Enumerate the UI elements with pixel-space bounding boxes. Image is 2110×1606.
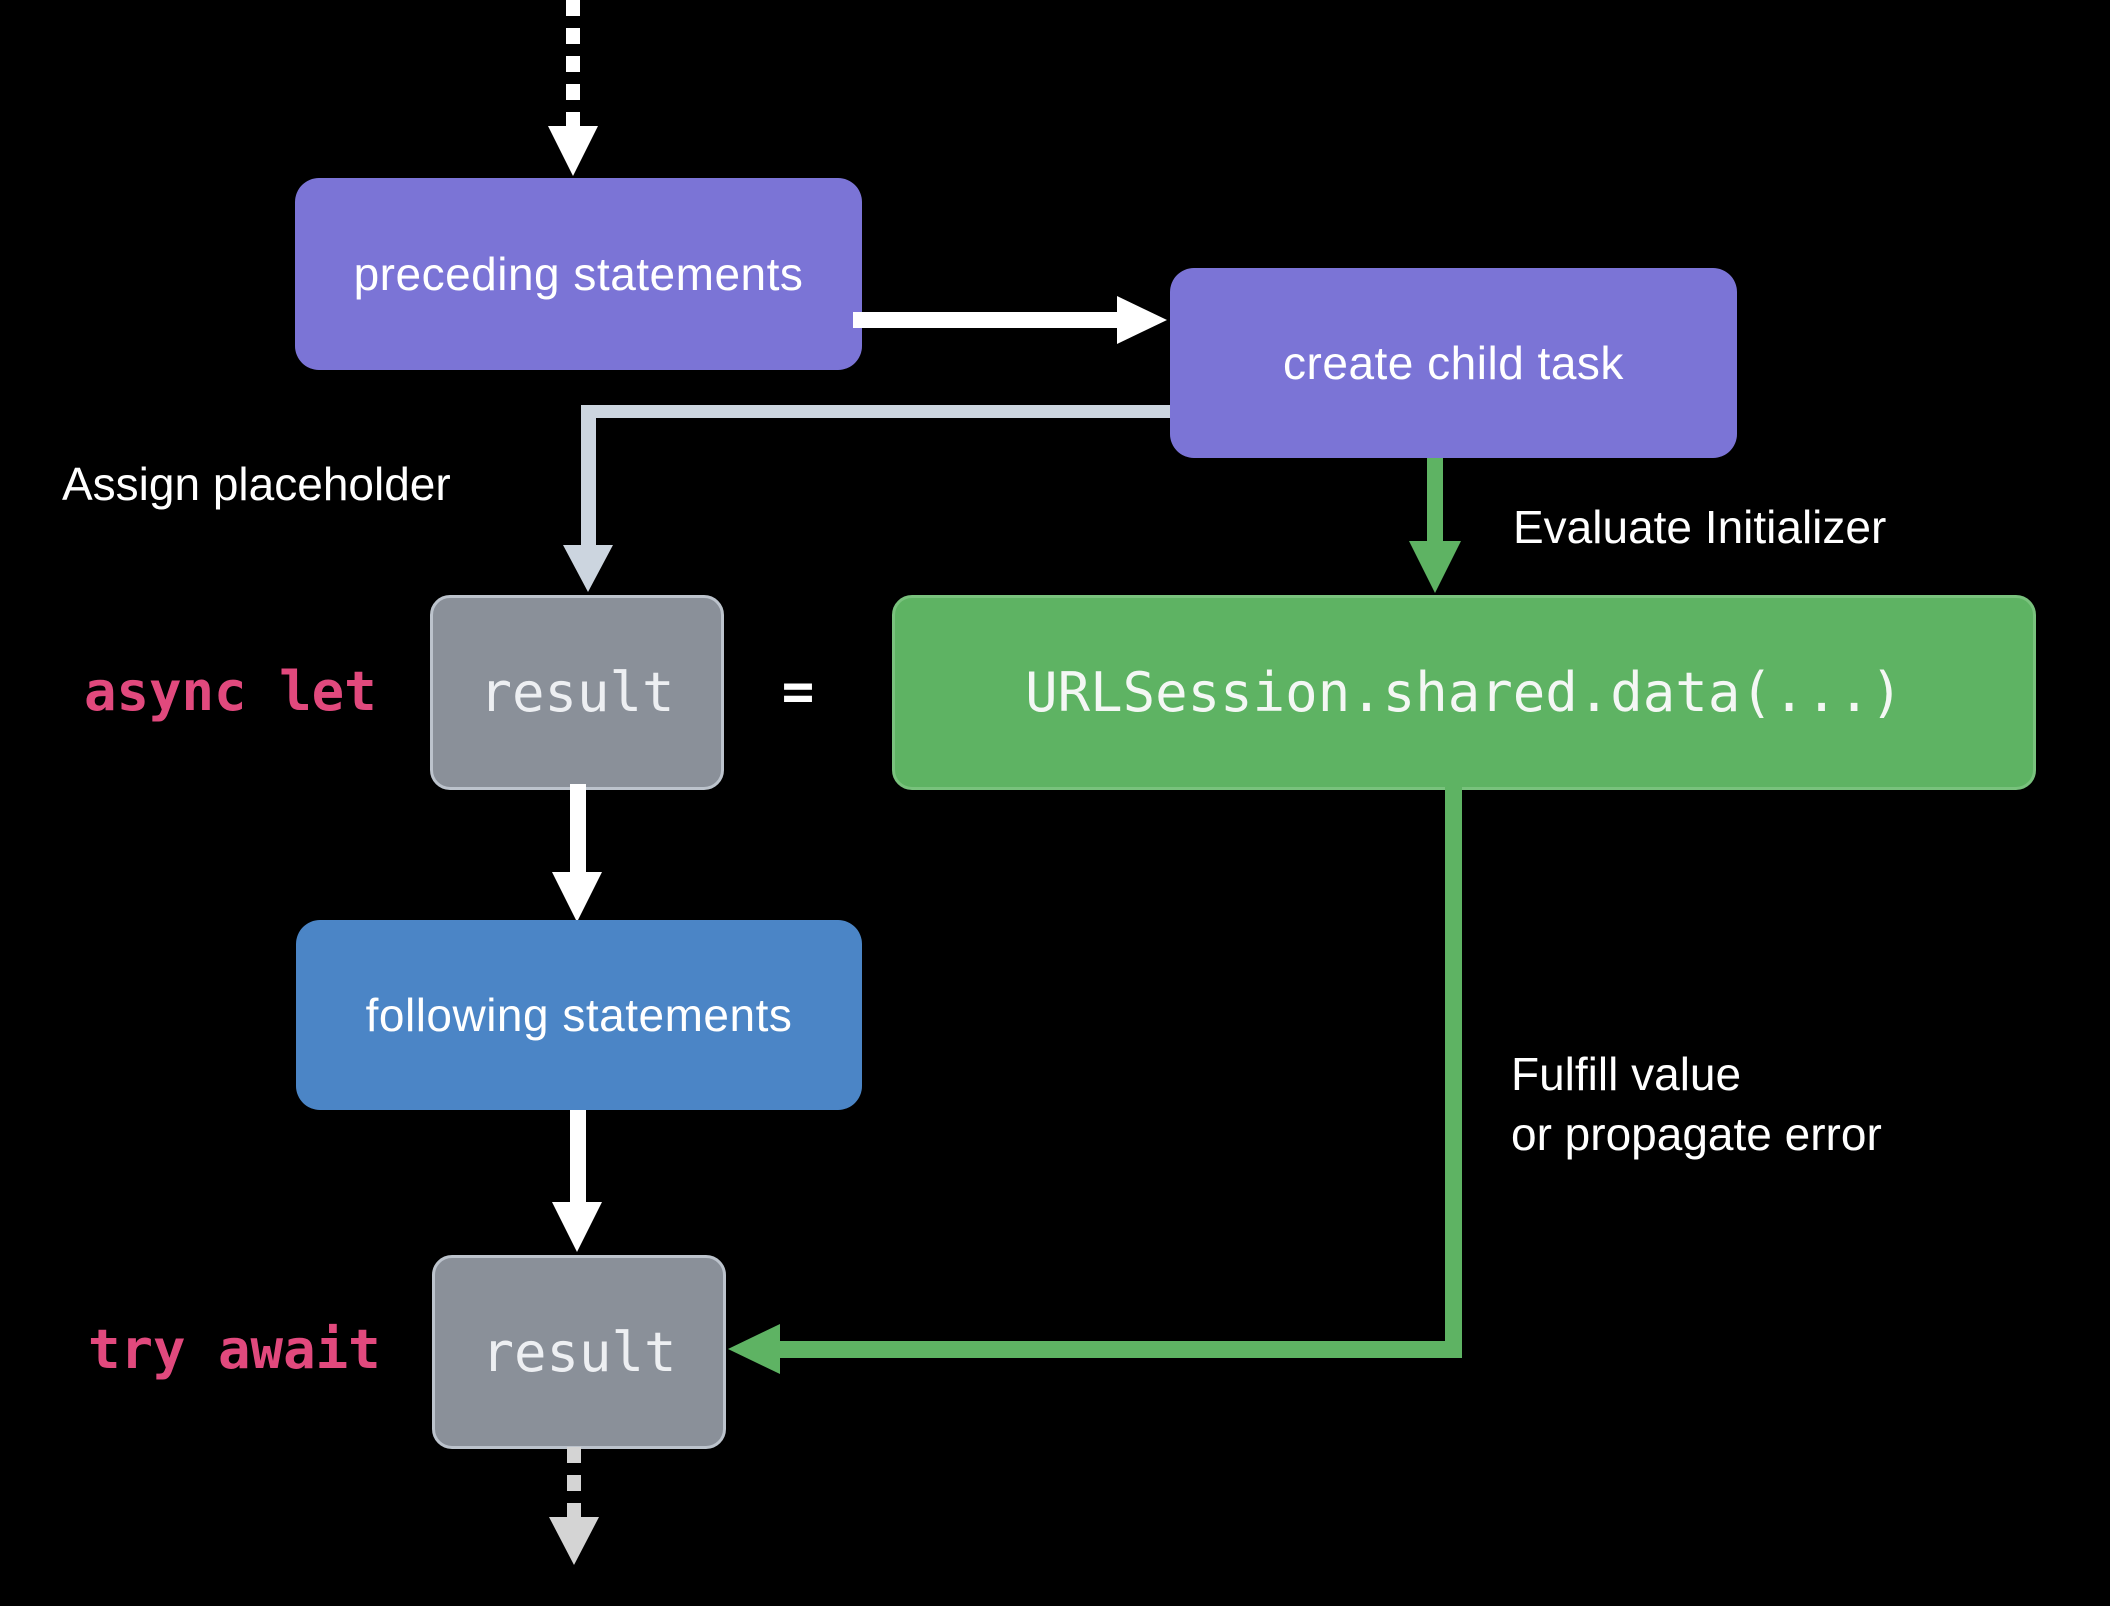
arrow-preceding-to-create-line bbox=[853, 312, 1117, 328]
node-initializer-call: URLSession.shared.data(...) bbox=[892, 595, 2036, 790]
equals-sign: = bbox=[781, 660, 815, 723]
annotation-assign-placeholder: Assign placeholder bbox=[62, 458, 451, 510]
fulfill-value-arrow-vline bbox=[1445, 784, 1462, 1358]
arrow-following-to-result-head-icon bbox=[552, 1202, 602, 1252]
arrow-following-to-result-line bbox=[570, 1110, 586, 1204]
node-result-placeholder: result bbox=[430, 595, 724, 790]
entry-dashed-arrow-line bbox=[566, 0, 580, 128]
annotation-fulfill-value-line2: or propagate error bbox=[1511, 1108, 1882, 1160]
evaluate-initializer-arrow-line bbox=[1427, 458, 1443, 543]
exit-dashed-arrow-head-icon bbox=[549, 1517, 599, 1565]
assign-placeholder-arrow-vline bbox=[581, 405, 596, 547]
entry-dashed-arrow-head-icon bbox=[548, 126, 598, 176]
fulfill-value-arrow-hline bbox=[778, 1341, 1462, 1358]
annotation-fulfill-value-line1: Fulfill value bbox=[1511, 1048, 1742, 1100]
assign-placeholder-arrow-head-icon bbox=[563, 545, 613, 592]
node-result-placeholder-label: result bbox=[479, 661, 675, 724]
annotation-evaluate-initializer: Evaluate Initializer bbox=[1513, 501, 1887, 553]
arrow-result-to-following-line bbox=[570, 784, 586, 874]
fulfill-value-arrow-head-icon bbox=[728, 1324, 780, 1374]
node-create-child-task: create child task bbox=[1170, 268, 1737, 458]
node-create-child-task-label: create child task bbox=[1283, 337, 1624, 389]
annotation-fulfill-value: Fulfill value or propagate error bbox=[1511, 1044, 1882, 1164]
node-initializer-call-label: URLSession.shared.data(...) bbox=[1025, 661, 1903, 724]
exit-dashed-arrow-line bbox=[567, 1447, 581, 1519]
node-result-awaited-label: result bbox=[481, 1320, 677, 1384]
node-following-statements-label: following statements bbox=[365, 989, 793, 1041]
arrow-preceding-to-create-head-icon bbox=[1117, 296, 1167, 344]
node-result-awaited: result bbox=[432, 1255, 726, 1449]
assign-placeholder-arrow-hline bbox=[581, 405, 1170, 418]
keyword-try-await: try await bbox=[88, 1318, 381, 1381]
node-preceding-statements: preceding statements bbox=[295, 178, 862, 370]
node-preceding-statements-label: preceding statements bbox=[353, 248, 804, 300]
arrow-result-to-following-head-icon bbox=[552, 872, 602, 922]
evaluate-initializer-arrow-head-icon bbox=[1409, 541, 1461, 593]
keyword-async-let: async let bbox=[84, 660, 377, 723]
node-following-statements: following statements bbox=[296, 920, 862, 1110]
